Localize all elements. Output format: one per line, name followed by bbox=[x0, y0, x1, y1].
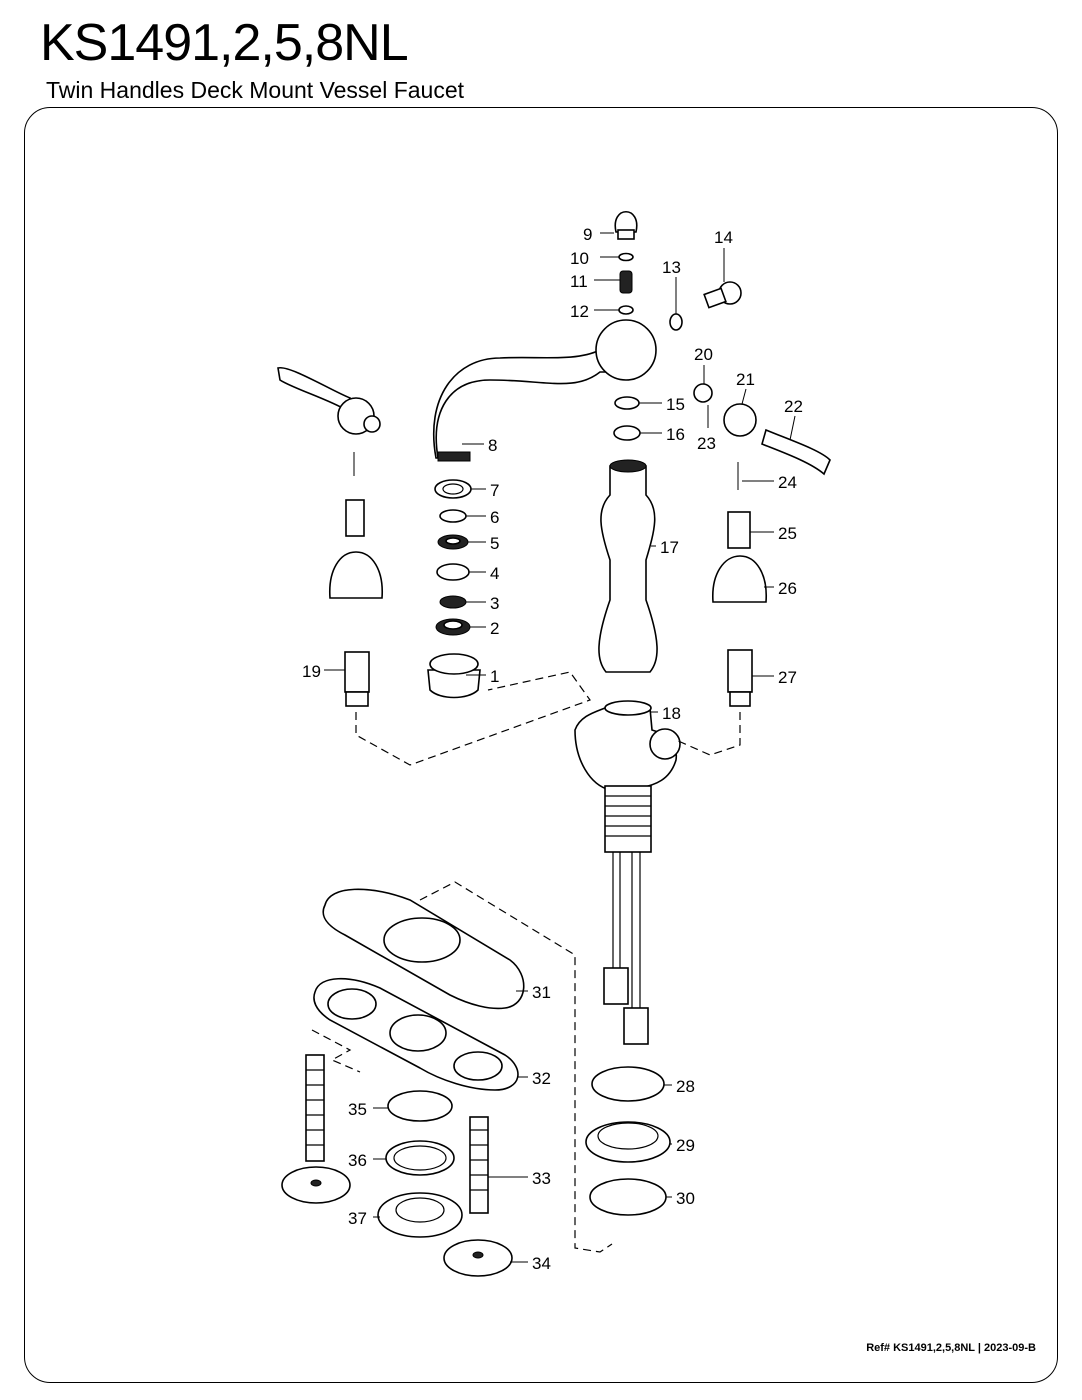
callout-labels: 1 2 3 4 5 6 7 8 9 10 11 12 13 14 15 16 1… bbox=[302, 225, 803, 1273]
callout-27: 27 bbox=[778, 668, 797, 687]
reference-code: Ref# KS1491,2,5,8NL | 2023-09-B bbox=[866, 1342, 1036, 1354]
right-handle-assembly bbox=[693, 383, 831, 707]
callout-7: 7 bbox=[490, 481, 499, 500]
callout-14: 14 bbox=[714, 228, 733, 247]
callout-9: 9 bbox=[583, 225, 592, 244]
part-8-spout bbox=[432, 319, 657, 462]
part-3-screen bbox=[439, 595, 467, 609]
callout-16: 16 bbox=[666, 425, 685, 444]
part-37-lock-nut bbox=[377, 1192, 463, 1238]
part-7-aerator-cap bbox=[434, 479, 472, 499]
callout-2: 2 bbox=[490, 619, 499, 638]
callout-25: 25 bbox=[778, 524, 797, 543]
rod-path bbox=[311, 1029, 361, 1073]
callout-23: 23 bbox=[697, 434, 716, 453]
callout-5: 5 bbox=[490, 534, 499, 553]
callout-11: 11 bbox=[570, 272, 588, 291]
callout-19: 19 bbox=[302, 662, 321, 681]
callout-36: 36 bbox=[348, 1151, 367, 1170]
hose-path-right bbox=[675, 712, 741, 756]
part-14-end-cap bbox=[703, 281, 742, 309]
callout-8: 8 bbox=[488, 436, 497, 455]
model-title: KS1491,2,5,8NL bbox=[40, 14, 409, 72]
part-2-aerator bbox=[435, 618, 471, 636]
callout-6: 6 bbox=[490, 508, 499, 527]
part-1-aerator-housing bbox=[427, 653, 481, 699]
callout-32: 32 bbox=[532, 1069, 551, 1088]
callout-13: 13 bbox=[662, 258, 681, 277]
leader-lines bbox=[324, 232, 796, 1263]
callout-17: 17 bbox=[660, 538, 679, 557]
part-18-body bbox=[574, 700, 681, 1045]
callout-10: 10 bbox=[570, 249, 589, 268]
left-nut-plate bbox=[281, 1166, 351, 1204]
part-11-screw bbox=[619, 270, 633, 294]
callout-15: 15 bbox=[666, 395, 685, 414]
callout-35: 35 bbox=[348, 1100, 367, 1119]
mount-path bbox=[419, 881, 613, 1253]
part-12-washer bbox=[618, 305, 634, 315]
part-31-deck-plate bbox=[322, 888, 525, 1010]
callout-12: 12 bbox=[570, 302, 589, 321]
part-16-o-ring bbox=[613, 425, 641, 441]
callout-26: 26 bbox=[778, 579, 797, 598]
callout-22: 22 bbox=[784, 397, 803, 416]
callout-20: 20 bbox=[694, 345, 713, 364]
part-32-gasket bbox=[313, 977, 519, 1091]
part-33-threaded-rod bbox=[469, 1116, 489, 1214]
part-30-washer bbox=[589, 1178, 667, 1216]
callout-4: 4 bbox=[490, 564, 499, 583]
part-28-o-ring bbox=[591, 1066, 665, 1102]
callout-3: 3 bbox=[490, 594, 499, 613]
left-handle-assembly bbox=[277, 367, 383, 707]
part-34-nut-plate bbox=[443, 1239, 513, 1277]
part-36-washer bbox=[385, 1140, 455, 1176]
callout-30: 30 bbox=[676, 1189, 695, 1208]
left-threaded-rod bbox=[305, 1054, 325, 1162]
part-29-mounting-nut bbox=[585, 1121, 671, 1163]
callout-33: 33 bbox=[532, 1169, 551, 1188]
part-5-insert bbox=[437, 534, 469, 550]
callout-1: 1 bbox=[490, 667, 499, 686]
diagram-frame bbox=[24, 107, 1058, 1383]
callout-18: 18 bbox=[662, 704, 681, 723]
hose-path-left bbox=[355, 671, 591, 766]
part-10-washer bbox=[618, 252, 634, 262]
part-9-finial bbox=[614, 210, 638, 240]
part-17-column bbox=[598, 459, 658, 673]
callout-24: 24 bbox=[778, 473, 797, 492]
part-35-gasket bbox=[387, 1090, 453, 1122]
callout-31: 31 bbox=[532, 983, 551, 1002]
part-4-ring bbox=[436, 563, 470, 581]
callout-37: 37 bbox=[348, 1209, 367, 1228]
callout-21: 21 bbox=[736, 370, 755, 389]
part-15-o-ring bbox=[614, 396, 640, 410]
product-description: Twin Handles Deck Mount Vessel Faucet bbox=[46, 77, 465, 103]
part-6-washer bbox=[439, 509, 467, 523]
callout-29: 29 bbox=[676, 1136, 695, 1155]
callout-34: 34 bbox=[532, 1254, 551, 1273]
callout-28: 28 bbox=[676, 1077, 695, 1096]
part-13-o-ring bbox=[669, 313, 683, 331]
